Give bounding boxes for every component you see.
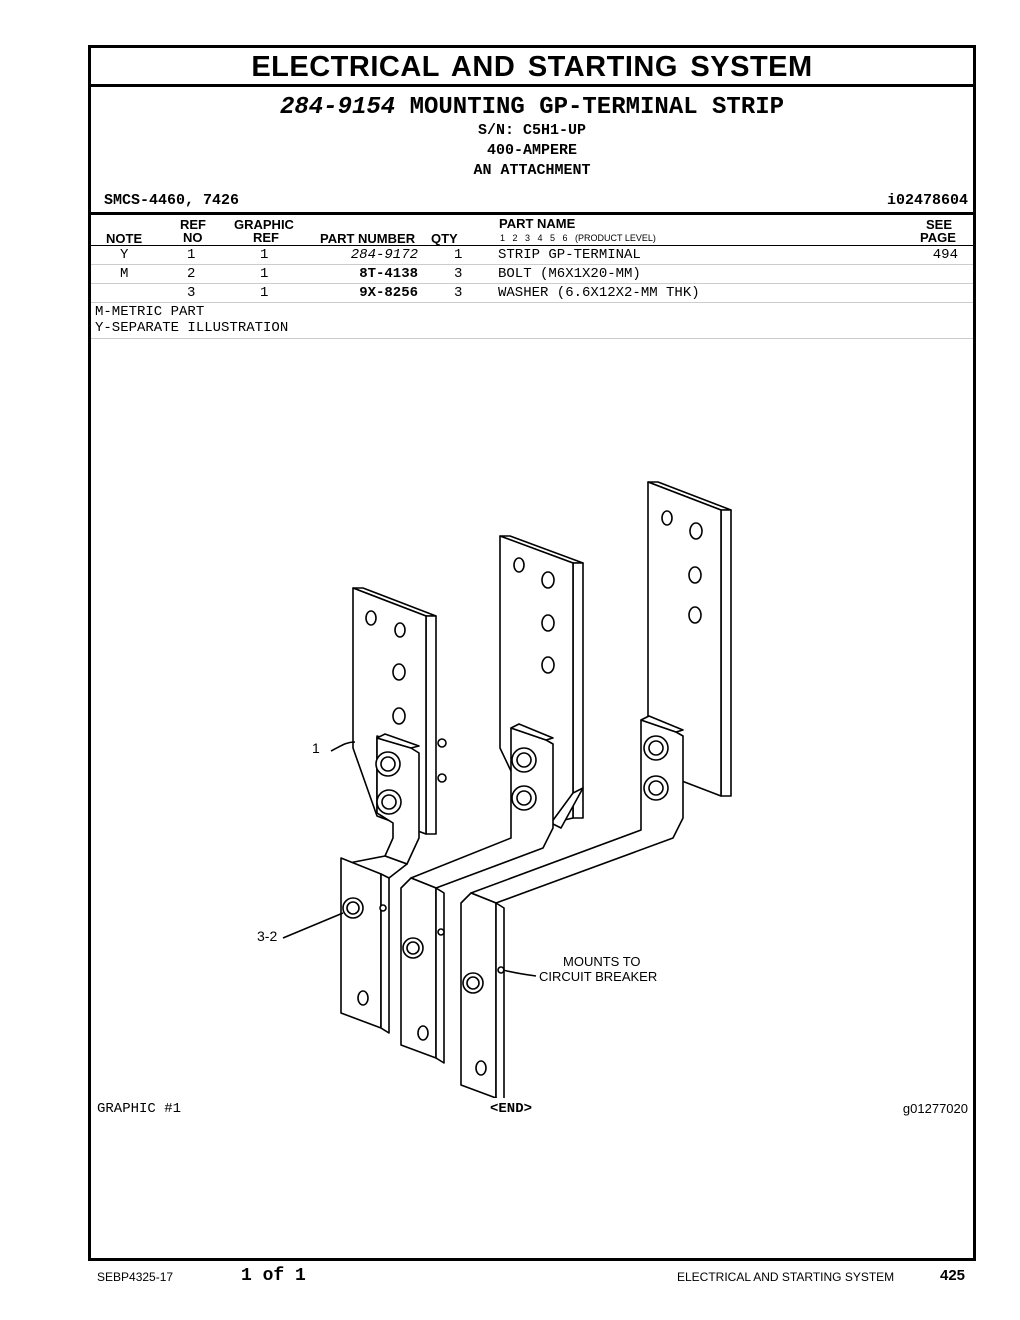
row-part-number[interactable]: 284-9172 bbox=[350, 247, 418, 263]
row-ref: 3 bbox=[187, 285, 196, 301]
table-notes: M-METRIC PART Y-SEPARATE ILLUSTRATION bbox=[91, 303, 973, 339]
row-qty: 1 bbox=[454, 247, 463, 263]
group-part-number[interactable]: 284-9154 bbox=[279, 94, 396, 121]
row-ref: 2 bbox=[187, 266, 196, 282]
row-note: Y bbox=[120, 247, 129, 263]
group-subtitle-1: 400-AMPERE bbox=[486, 142, 577, 159]
doc-number: SEBP4325-17 bbox=[97, 1270, 174, 1284]
col-part-number: PART NUMBER bbox=[320, 231, 416, 246]
note-metric: M-METRIC PART bbox=[95, 304, 205, 320]
row-part-number[interactable]: 8T-4138 bbox=[359, 266, 418, 282]
page-number: 425 bbox=[940, 1267, 966, 1284]
section-title: ELECTRICAL AND STARTING SYSTEM bbox=[91, 48, 973, 87]
page-frame: ELECTRICAL AND STARTING SYSTEM 284-9154 … bbox=[88, 45, 976, 1261]
row-graphic: 1 bbox=[260, 285, 269, 301]
row-ref: 1 bbox=[187, 247, 196, 263]
col-graphic-bottom: REF bbox=[253, 230, 279, 245]
bus-bar-3 bbox=[460, 715, 684, 1098]
illustration-id: i02478604 bbox=[886, 192, 968, 209]
row-part-name: STRIP GP-TERMINAL bbox=[498, 247, 641, 263]
col-product-levels: 1 2 3 4 5 6 (PRODUCT LEVEL) bbox=[500, 233, 656, 243]
serial-range: S/N: C5H1-UP bbox=[477, 122, 587, 139]
callout-3-2: 3-2 bbox=[257, 928, 278, 944]
row-part-name: WASHER (6.6X12X2-MM THK) bbox=[498, 285, 700, 301]
callout-leaders bbox=[282, 741, 537, 977]
row-graphic: 1 bbox=[260, 266, 269, 282]
table-row[interactable]: M 2 1 8T-4138 3 BOLT (M6X1X20-MM) bbox=[91, 265, 973, 284]
graphic-id: g01277020 bbox=[902, 1101, 968, 1116]
mounts-note: MOUNTS TO CIRCUIT BREAKER bbox=[539, 954, 669, 984]
note-separate: Y-SEPARATE ILLUSTRATION bbox=[95, 320, 289, 336]
footer-section: ELECTRICAL AND STARTING SYSTEM bbox=[677, 1270, 895, 1284]
col-ref-bottom: NO bbox=[183, 230, 203, 245]
row-note: M bbox=[120, 266, 129, 282]
row-see-page[interactable]: 494 bbox=[932, 247, 958, 263]
terminal-strip-3 bbox=[647, 481, 732, 797]
bus-bar-1 bbox=[340, 733, 420, 1034]
exploded-illustration bbox=[282, 481, 732, 1098]
col-ref-top: REF bbox=[180, 217, 206, 232]
parts-table-header: NOTE REF NO GRAPHIC REF PART NUMBER QTY … bbox=[91, 212, 973, 246]
col-see-bottom: PAGE bbox=[920, 230, 956, 245]
smcs-codes: SMCS-4460, 7426 bbox=[104, 192, 240, 209]
col-part-name: PART NAME bbox=[499, 216, 576, 231]
group-subtitle-2: AN ATTACHMENT bbox=[473, 162, 591, 179]
mounts-note-line1: MOUNTS TO bbox=[563, 954, 641, 969]
col-graphic-top: GRAPHIC bbox=[234, 217, 294, 232]
col-note: NOTE bbox=[106, 231, 143, 246]
col-qty: QTY bbox=[431, 231, 458, 246]
callout-1: 1 bbox=[312, 740, 320, 756]
row-part-name: BOLT (M6X1X20-MM) bbox=[498, 266, 641, 282]
row-qty: 3 bbox=[454, 285, 463, 301]
graphic-footer: GRAPHIC #1 <END> g01277020 bbox=[91, 1101, 973, 1121]
group-title: 284-9154 MOUNTING GP-TERMINAL STRIP bbox=[91, 95, 973, 121]
row-part-number[interactable]: 9X-8256 bbox=[359, 285, 418, 301]
table-row[interactable]: Y 1 1 284-9172 1 STRIP GP-TERMINAL 494 bbox=[91, 246, 973, 265]
mounts-note-line2: CIRCUIT BREAKER bbox=[539, 969, 658, 984]
row-graphic: 1 bbox=[260, 247, 269, 263]
end-marker: <END> bbox=[490, 1101, 533, 1117]
bus-bar-2 bbox=[400, 723, 554, 1064]
table-row[interactable]: 3 1 9X-8256 3 WASHER (6.6X12X2-MM THK) bbox=[91, 284, 973, 303]
group-name: MOUNTING GP-TERMINAL STRIP bbox=[409, 94, 785, 121]
row-qty: 3 bbox=[454, 266, 463, 282]
page-footer: SEBP4325-17 1 of 1 ELECTRICAL AND STARTI… bbox=[0, 1266, 1020, 1290]
graphic-label: GRAPHIC #1 bbox=[97, 1101, 182, 1117]
page-of: 1 of 1 bbox=[241, 1266, 306, 1286]
smcs-row: SMCS-4460, 7426 i02478604 bbox=[91, 188, 973, 212]
col-see-top: SEE bbox=[926, 217, 953, 232]
